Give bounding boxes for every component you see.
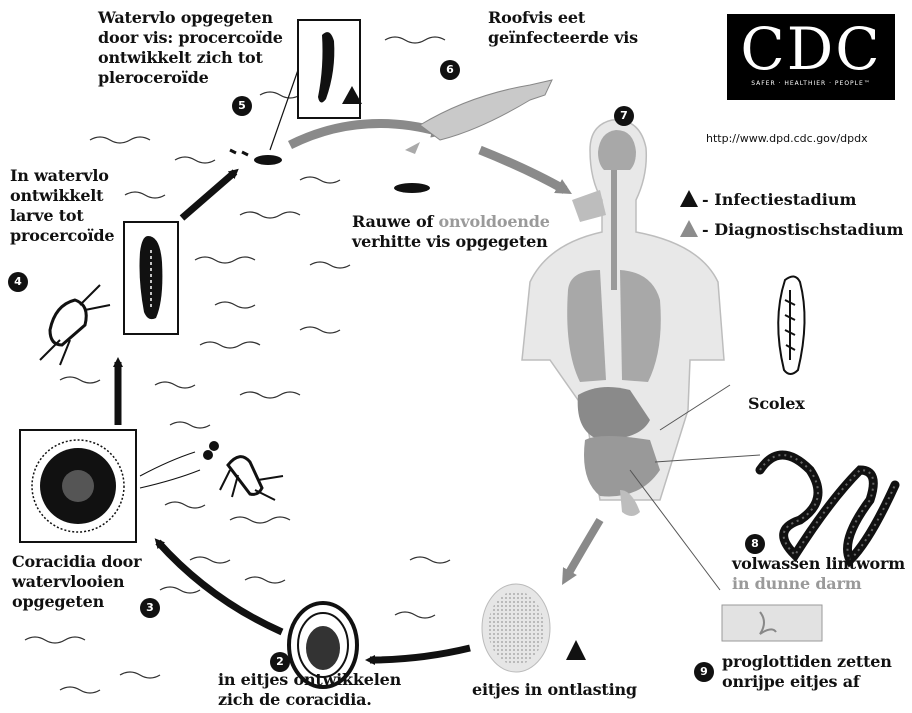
stage-2-number: 2 [270, 652, 290, 672]
small-fish [254, 155, 282, 165]
infective-triangle-icon [680, 190, 698, 207]
arrow-to-human [480, 150, 565, 190]
stage-2-label: in eitjes ontwikkelen zich de coracidia. [218, 670, 401, 710]
scolex-label: Scolex [748, 394, 805, 414]
stage-9-label: proglottiden zetten onrijpe eitjes af [722, 652, 892, 692]
stage-3-number: 3 [140, 598, 160, 618]
stage-5-label: Watervlo opgegeten door vis: procercoïde… [98, 8, 283, 88]
eggs-label: eitjes in ontlasting [472, 680, 637, 700]
stage-6-number: 6 [440, 60, 460, 80]
predator-fish [420, 80, 552, 140]
source-url[interactable]: http://www.dpd.cdc.gov/dpdx [706, 132, 868, 145]
stage-6-label: Roofvis eet geïnfecteerde vis [488, 8, 638, 48]
raw-fish [394, 183, 430, 193]
stage-4-label: In watervlo ontwikkelt larve tot procerc… [10, 166, 114, 246]
arrow-to-egg [566, 520, 600, 578]
stage-8-number: 8 [745, 534, 765, 554]
arrow-egg-to-coracidia [370, 648, 470, 660]
legend-infective: - Infectiestadium [680, 190, 856, 209]
arrow-to-fish [182, 172, 235, 218]
proglottid [722, 605, 822, 641]
arrow-to-coracidium [158, 542, 282, 632]
legend-diagnostic: - Diagnostischstadium [680, 220, 903, 239]
arrow-to-predator [290, 124, 440, 145]
stage-9-number: 9 [694, 662, 714, 682]
copepod-stage4 [50, 300, 86, 345]
copepod-stage3 [228, 457, 262, 495]
stage-4-number: 4 [8, 272, 28, 292]
cdc-logo: CDC SAFER · HEALTHIER · PEOPLE™ [727, 14, 895, 100]
stage-5-number: 5 [232, 96, 252, 116]
diagnostic-triangle-icon [680, 220, 698, 237]
stage-3-label: Coracidia door watervlooien opgegeten [12, 552, 141, 612]
scolex [778, 276, 804, 374]
stage-7-number: 7 [614, 106, 634, 126]
diagnostic-stage-triangle [566, 640, 586, 660]
